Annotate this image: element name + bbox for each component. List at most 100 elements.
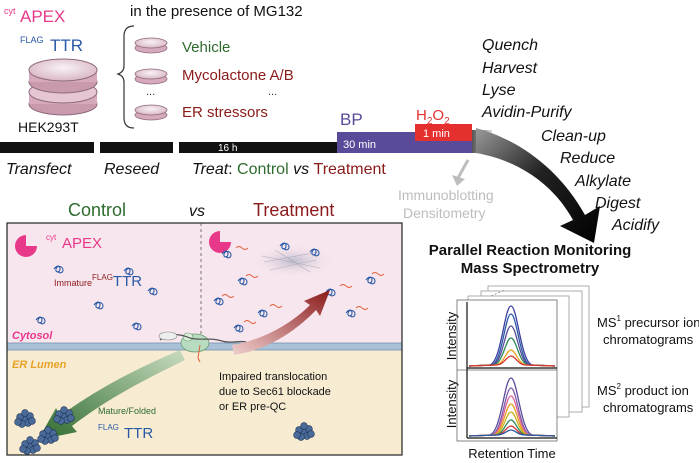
impaired-line-2: due to Sec61 blockade xyxy=(219,386,331,398)
chromatogram-trace xyxy=(468,377,556,437)
h2o2-label: H2O2 xyxy=(416,107,450,127)
bp-time-label: 30 min xyxy=(343,139,376,151)
timeline-treat: Treat: Control vs Treatment xyxy=(192,161,386,178)
folded-ttr-icon xyxy=(14,409,36,428)
timeline-reseed: Reseed xyxy=(104,161,160,178)
panel-vs: vs xyxy=(189,203,205,220)
signal-peptide-icon xyxy=(221,294,235,298)
signal-peptide-icon xyxy=(355,306,369,310)
folding-arrow xyxy=(38,350,185,440)
ttr-monomer-icon xyxy=(221,250,232,259)
step-lyse: Lyse xyxy=(482,82,516,99)
chromatogram-trace xyxy=(468,355,556,367)
apex-pacman-icon xyxy=(15,235,37,257)
dots-left: ... xyxy=(146,86,155,98)
cell-line-label: HEK293T xyxy=(18,119,79,135)
chromatogram-trace xyxy=(468,403,556,437)
signal-peptide-icon xyxy=(245,274,259,278)
culture-dish-stack-icon xyxy=(28,58,98,116)
impaired-line-1: Impaired translocation xyxy=(219,371,327,383)
ttr-monomer-icon xyxy=(237,277,248,286)
ttr-monomer-icon xyxy=(35,316,46,325)
translocation-failure-arrow xyxy=(232,290,330,355)
ms1-ylabel: Intensity xyxy=(444,311,459,360)
signal-peptide-icon xyxy=(235,246,249,250)
small-dish-icon-2 xyxy=(134,68,168,85)
chromatogram-trace xyxy=(468,395,556,437)
signal-peptide-icon xyxy=(243,320,257,324)
step-reduce: Reduce xyxy=(560,150,615,167)
cytosol-region xyxy=(7,223,402,344)
workflow-arrow xyxy=(476,128,600,243)
panel-apex-label: APEX xyxy=(62,235,102,252)
ttr-monomer-icon xyxy=(147,287,158,296)
densitometry-label: Densitometry xyxy=(403,205,485,221)
chromatogram-trace xyxy=(468,337,556,367)
folded-ttr-icon xyxy=(19,436,41,455)
condition-vehicle: Vehicle xyxy=(182,39,230,56)
chromatogram-trace xyxy=(468,313,556,367)
timeline-reseed-bar xyxy=(100,142,173,153)
ms2-label-line-1: MS2 product ion xyxy=(597,382,689,398)
folded-ttr-icon xyxy=(37,426,59,445)
h2o2-time-label: 1 min xyxy=(423,128,450,140)
ttr-monomer-icon xyxy=(213,297,224,306)
ttr-monomer-icon xyxy=(131,322,142,331)
chromatogram-trace xyxy=(468,429,556,437)
ttr-monomer-icon xyxy=(279,242,290,251)
small-dish-icon-1 xyxy=(134,37,168,54)
panel-control-title: Control xyxy=(68,200,126,220)
step-clean-up: Clean-up xyxy=(541,128,606,145)
apex-label: APEX xyxy=(20,7,65,26)
ttr-monomer-icon xyxy=(309,248,320,257)
er-lumen-region xyxy=(7,349,402,455)
chromatogram-trace xyxy=(468,325,556,367)
cell-compartment-panel xyxy=(6,222,403,456)
bp-label: BP xyxy=(340,110,363,129)
timeline-transfect: Transfect xyxy=(6,161,72,178)
ms2-peaks xyxy=(468,377,556,437)
chromatogram-trace xyxy=(468,419,556,437)
small-dish-icon-3 xyxy=(134,104,168,121)
ms1-label-line-1: MS1 precursor ion xyxy=(597,314,699,330)
ttr-monomer-icon xyxy=(123,267,134,276)
apex-pacman-icon-right xyxy=(209,231,231,253)
condition-mycolactone: Mycolactone A/B xyxy=(182,67,294,84)
chromatogram-trace xyxy=(468,305,556,367)
signal-peptide-icon xyxy=(371,272,385,276)
ms-title-line-1: Parallel Reaction Monitoring xyxy=(429,242,632,259)
folded-ttr-tetramers xyxy=(14,406,315,455)
chromatogram-stack xyxy=(456,285,590,442)
ttr-monomer-icon xyxy=(53,265,64,274)
condition-bracket xyxy=(116,25,135,129)
ttr-monomer-icon xyxy=(257,309,268,318)
duration-label: 16 h xyxy=(218,143,237,154)
presence-text: in the presence of MG132 xyxy=(130,3,303,20)
panel-treatment-title: Treatment xyxy=(253,200,334,220)
ms-title-line-2: Mass Spectrometry xyxy=(461,260,600,277)
condition-er-stressors: ER stressors xyxy=(182,104,268,121)
step-digest: Digest xyxy=(595,195,641,212)
immunoblot-arrow xyxy=(456,159,470,179)
folded-ttr-icon xyxy=(293,422,315,441)
workflow-steps: Quench Harvest Lyse Avidin-Purify Clean-… xyxy=(481,37,660,234)
signal-peptide-icon xyxy=(269,304,283,308)
ttr-label: TTR xyxy=(50,36,83,55)
chromatogram-trace xyxy=(468,349,556,367)
folded-ttr-icon xyxy=(53,406,75,425)
immunoblotting-label: Immunoblotting xyxy=(398,187,494,203)
signal-peptides xyxy=(221,246,385,324)
ms1-peaks xyxy=(468,305,556,367)
step-alkylate: Alkylate xyxy=(574,173,631,190)
mature-superscript: FLAG xyxy=(98,423,119,432)
timeline-transfect-bar xyxy=(0,142,94,153)
signal-peptide-icon xyxy=(339,284,353,288)
ttr-monomer-icon xyxy=(345,309,356,318)
ttr-superscript: FLAG xyxy=(20,35,44,45)
er-lumen-label: ER Lumen xyxy=(12,359,67,371)
chromatogram-trace xyxy=(468,411,556,437)
h2o2-bar xyxy=(415,124,472,141)
bp-incubation-bar xyxy=(337,132,415,153)
ms-xlabel: Retention Time xyxy=(468,446,555,461)
dots-right: ... xyxy=(268,86,277,98)
